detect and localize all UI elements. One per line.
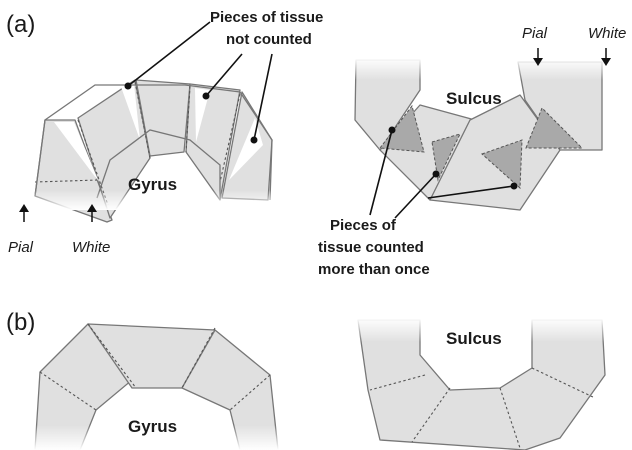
counted-more-label-line3: more than once xyxy=(318,261,430,278)
white-label-a: White xyxy=(72,239,110,256)
counted-more-label-line1: Pieces of xyxy=(330,217,397,234)
white-label-sulcus-a: White xyxy=(588,25,626,42)
gyrus-label-a: Gyrus xyxy=(128,175,177,194)
panel-label-a: (a) xyxy=(6,11,35,38)
panel-label-b: (b) xyxy=(6,309,35,336)
not-counted-label-line1: Pieces of tissue xyxy=(210,9,323,26)
sulcus-label-a: Sulcus xyxy=(446,89,502,108)
not-counted-label-line2: not counted xyxy=(226,31,312,48)
pial-label-a: Pial xyxy=(8,239,34,256)
gyrus-label-b: Gyrus xyxy=(128,417,177,436)
sulcus-a xyxy=(350,58,608,210)
pial-label-sulcus-a: Pial xyxy=(522,25,548,42)
sulcus-label-b: Sulcus xyxy=(446,329,502,348)
counted-more-label-line2: tissue counted xyxy=(318,239,424,256)
